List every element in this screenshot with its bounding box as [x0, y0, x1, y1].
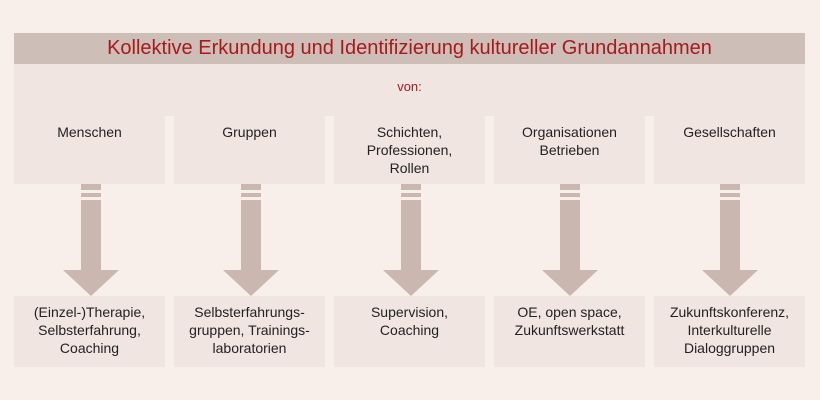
top-box-line: Menschen — [57, 124, 122, 140]
bottom-box-line: Zukunftswerkstatt — [514, 322, 625, 338]
subtitle-text: von: — [397, 79, 422, 94]
top-box-line: Professionen, — [366, 142, 453, 158]
bottom-box-line: laboratorien — [212, 340, 287, 356]
down-arrow-icon — [702, 184, 758, 296]
top-box-organisationen: Organisationen Betrieben — [494, 116, 645, 184]
bottom-box-line: Selbsterfahrung, — [38, 322, 141, 338]
bottom-box-line: Zukunftskonferenz, — [669, 304, 790, 320]
bottom-box-line: gruppen, Trainings- — [189, 322, 310, 338]
bottom-box-line: Dialoggruppen — [683, 340, 776, 356]
bottom-box-oe: OE, open space, Zukunftswerkstatt — [494, 296, 645, 367]
top-box-gesellschaften: Gesellschaften — [654, 116, 805, 184]
bottom-box-line: Coaching — [379, 322, 440, 338]
bottom-box-line: Coaching — [59, 340, 120, 356]
diagram-title: Kollektive Erkundung und Identifizierung… — [107, 37, 712, 59]
top-box-line: Gruppen — [222, 124, 277, 140]
bottom-box-therapie: (Einzel-)Therapie, Selbsterfahrung, Coac… — [14, 296, 165, 367]
bottom-box-zukunftskonferenz: Zukunftskonferenz, Interkulturelle Dialo… — [654, 296, 805, 367]
top-box-line: Organisationen — [522, 124, 617, 140]
title-bar: Kollektive Erkundung und Identifizierung… — [14, 33, 805, 64]
top-box-line: Betrieben — [539, 142, 600, 158]
top-box-line: Gesellschaften — [683, 124, 776, 140]
down-arrow-icon — [63, 184, 119, 296]
bottom-box-line: (Einzel-)Therapie, — [33, 304, 146, 320]
top-box-line: Schichten, — [376, 124, 443, 140]
top-box-schichten: Schichten, Professionen, Rollen — [334, 116, 485, 184]
top-box-menschen: Menschen — [14, 116, 165, 184]
bottom-box-line: Interkulturelle — [687, 322, 772, 338]
top-box-gruppen: Gruppen — [174, 116, 325, 184]
bottom-box-line: OE, open space, — [517, 304, 622, 320]
subtitle-panel: von: — [14, 64, 805, 116]
down-arrow-icon — [542, 184, 598, 296]
bottom-box-supervision: Supervision, Coaching — [334, 296, 485, 367]
top-box-line: Rollen — [389, 160, 430, 176]
down-arrow-icon — [383, 184, 439, 296]
bottom-box-selbsterfahrungsgruppen: Selbsterfahrungs- gruppen, Trainings- la… — [174, 296, 325, 367]
down-arrow-icon — [223, 184, 279, 296]
bottom-box-line: Supervision, — [370, 304, 449, 320]
bottom-box-line: Selbsterfahrungs- — [194, 304, 305, 320]
